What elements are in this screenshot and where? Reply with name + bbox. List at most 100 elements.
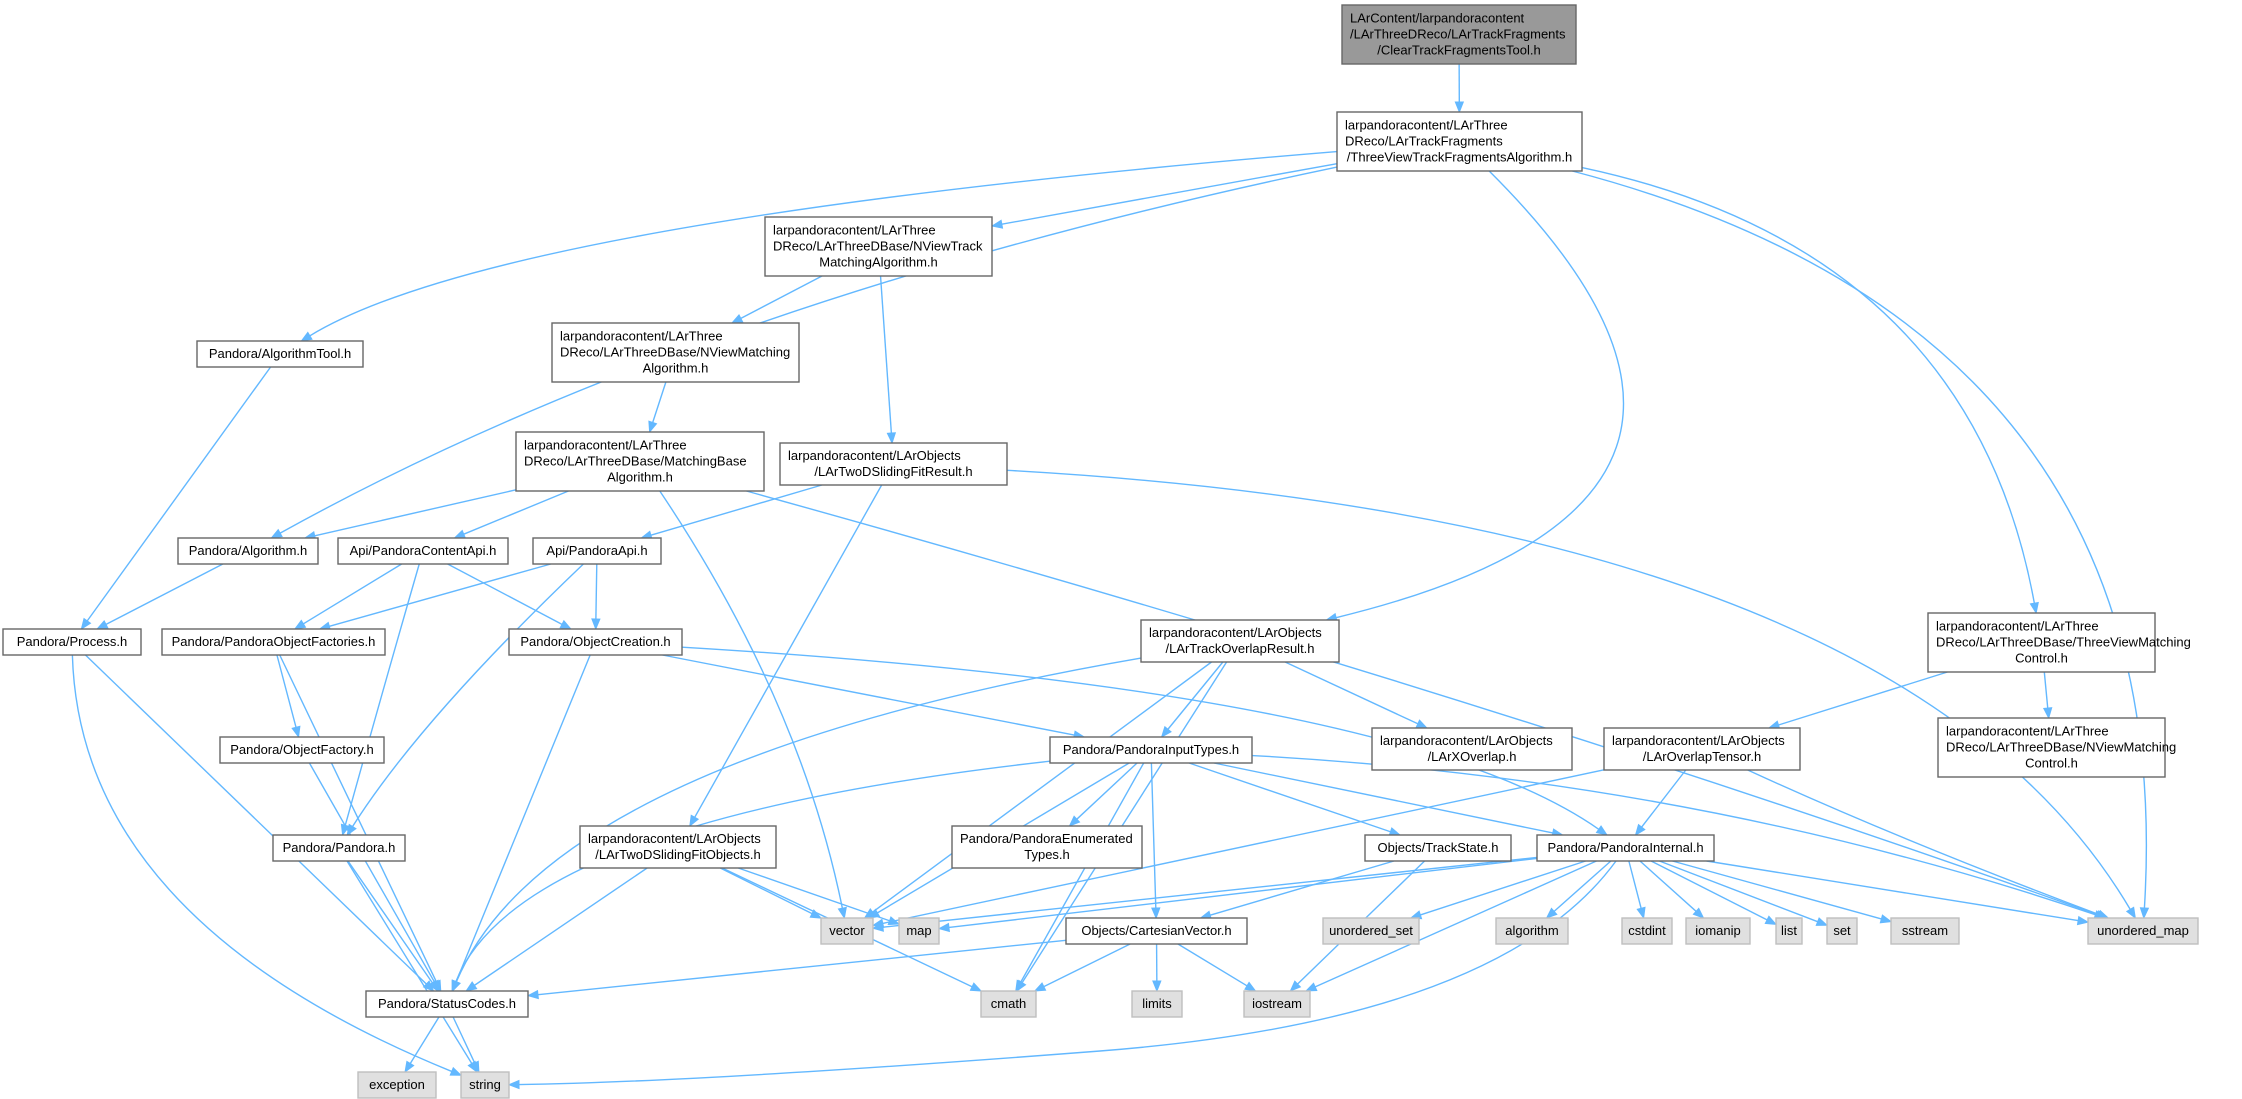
edge-n6-n9	[640, 484, 823, 540]
node-pandora-algorithmtool-h[interactable]: Pandora/AlgorithmTool.h	[196, 340, 364, 368]
node-api-pandoracontentapi-h[interactable]: Api/PandoraContentApi.h	[337, 537, 509, 565]
edge-line	[1213, 762, 1553, 834]
edge-line	[447, 563, 563, 625]
edge-n27-n38	[1152, 943, 1162, 993]
node-pandora-pandora-h[interactable]: Pandora/Pandora.h	[272, 834, 406, 862]
node-box	[1322, 917, 1420, 945]
node-larpandoracontent-larobjects-larxoverlap-h[interactable]: larpandoracontent/LArObjects/LArXOverlap…	[1371, 727, 1573, 771]
node-larcontent-larpandoracontent-larthreedreco-lartrackfragments-cleartrackfragmentstool-h[interactable]: LArContent/larpandoracontent/LArThreeDRe…	[1341, 4, 1577, 65]
edge-line	[1553, 860, 1612, 912]
edge-n9-n12	[591, 563, 601, 631]
node-label-line: vector	[829, 923, 865, 938]
node-label-line: /ThreeViewTrackFragmentsAlgorithm.h	[1347, 150, 1572, 165]
edge-arrowhead	[887, 916, 901, 926]
node-label-line: Pandora/StatusCodes.h	[378, 996, 516, 1011]
edge-arrowhead	[300, 331, 313, 342]
node-larpandoracontent-larthreedreco-larthreedbase-nviewmatchingalgorithm-h[interactable]: larpandoracontent/LArThreeDReco/LArThree…	[551, 322, 800, 383]
edge-line	[1209, 860, 1395, 916]
node-label-line: Pandora/Pandora.h	[283, 840, 396, 855]
node-pandora-process-h[interactable]: Pandora/Process.h	[2, 628, 142, 656]
node-label-line: Types.h	[1024, 847, 1070, 862]
node-box	[820, 917, 874, 945]
node-larpandoracontent-larobjects-laroverlaptensor-h[interactable]: larpandoracontent/LArObjects/LArOverlapT…	[1603, 727, 1801, 771]
node-label-line: Pandora/PandoraEnumerated	[960, 831, 1133, 846]
edge-n24-n29	[1545, 860, 1612, 919]
node-box	[272, 834, 406, 862]
edge-line	[882, 769, 1605, 925]
edge-arrowhead	[1764, 915, 1778, 926]
edge-arrowhead	[937, 922, 950, 933]
node-pandora-pandorainputtypes-h[interactable]: Pandora/PandoraInputTypes.h	[1049, 736, 1253, 764]
node-api-pandoraapi-h[interactable]: Api/PandoraApi.h	[532, 537, 662, 565]
node-larpandoracontent-larobjects-lartrackoverlapresult-h[interactable]: larpandoracontent/LArObjects/LArTrackOve…	[1140, 619, 1340, 663]
edge-line	[84, 654, 427, 985]
edge-arrowhead	[2029, 601, 2039, 615]
edge-arrowhead	[451, 979, 461, 993]
edge-n1-n14	[1581, 166, 2039, 615]
node-larpandoracontent-larthreedreco-larthreedbase-nviewmatchingcontrol-h[interactable]: larpandoracontent/LArThreeDReco/LArThree…	[1937, 717, 2176, 778]
edge-line	[1747, 769, 2100, 916]
edge-n16-n27	[1150, 762, 1161, 920]
node-box	[337, 537, 509, 565]
node-larpandoracontent-larthreedreco-larthreedbase-matchingbasealgorithm-h[interactable]: larpandoracontent/LArThreeDReco/LArThree…	[515, 431, 765, 492]
edge-line	[463, 490, 569, 535]
edge-n20-n36	[347, 860, 439, 993]
edge-line	[1581, 166, 2036, 604]
edge-n24-n34	[1672, 860, 1893, 924]
node-box	[1341, 4, 1577, 65]
edge-arrowhead	[1304, 982, 1318, 992]
edge-line	[1335, 170, 1625, 619]
edge-n11-n36	[279, 654, 442, 993]
edge-n24-n26	[937, 857, 1538, 933]
node-pandora-pandoraobjectfactories-h[interactable]: Pandora/PandoraObjectFactories.h	[161, 628, 386, 656]
edge-n21-n25	[719, 867, 823, 919]
edge-n6-n21	[689, 484, 883, 828]
node-pandora-statuscodes-h[interactable]: Pandora/StatusCodes.h	[365, 990, 529, 1018]
node-box	[196, 340, 364, 368]
node-pandora-objectfactory-h[interactable]: Pandora/ObjectFactory.h	[219, 736, 385, 764]
node-label-line: map	[906, 923, 931, 938]
node-label-line: larpandoracontent/LArObjects	[1149, 625, 1322, 640]
node-label-line: /LArTwoDSlidingFitResult.h	[814, 464, 972, 479]
node-label-line: Api/PandoraContentApi.h	[350, 543, 497, 558]
node-label-line: DReco/LArThreeDBase/NViewMatching	[1946, 740, 2176, 755]
node-exception: exception	[357, 1071, 437, 1099]
edge-n5-n7	[303, 489, 517, 541]
edge-n0-n1	[1454, 63, 1465, 114]
node-larpandoracontent-larobjects-lartwodslidingfitobjects-h[interactable]: larpandoracontent/LArObjects/LArTwoDSlid…	[579, 825, 777, 869]
edge-arrowhead	[1244, 981, 1257, 992]
edge-line	[518, 860, 1617, 1086]
node-larpandoracontent-larobjects-lartwodslidingfitresult-h[interactable]: larpandoracontent/LArObjects/LArTwoDSlid…	[779, 442, 1008, 486]
node-label-line: limits	[1142, 996, 1172, 1011]
edge-line	[719, 867, 813, 915]
edge-arrowhead	[2139, 907, 2150, 920]
edge-n24-n41	[507, 860, 1617, 1090]
edge-n18-n24	[1634, 769, 1687, 837]
edge-line	[314, 489, 517, 537]
node-label-line: larpandoracontent/LArThree	[1936, 619, 2099, 634]
node-label-line: larpandoracontent/LArThree	[1345, 118, 1508, 133]
node-label-line: Pandora/Process.h	[17, 634, 128, 649]
edge-line	[746, 490, 2098, 916]
node-objects-cartesianvector-h[interactable]: Objects/CartesianVector.h	[1065, 917, 1248, 945]
node-pandora-pandorainternal-h[interactable]: Pandora/PandoraInternal.h	[1536, 834, 1715, 862]
node-larpandoracontent-larthreedreco-lartrackfragments-threeviewtrackfragmentsalgorithm-h[interactable]: larpandoracontent/LArThreeDReco/LArTrack…	[1336, 111, 1583, 172]
edge-n6-n35	[1006, 469, 2136, 920]
edge-line	[662, 654, 1075, 736]
edge-line	[308, 762, 436, 983]
node-pandora-objectcreation-h[interactable]: Pandora/ObjectCreation.h	[508, 628, 683, 656]
node-larpandoracontent-larthreedreco-larthreedbase-threeviewmatchingcontrol-h[interactable]: larpandoracontent/LArThreeDReco/LArThree…	[1927, 612, 2191, 673]
node-larpandoracontent-larthreedreco-larthreedbase-nviewtrackmatchingalgorithm-h[interactable]: larpandoracontent/LArThreeDReco/LArThree…	[764, 216, 993, 277]
node-algorithm: algorithm	[1495, 917, 1569, 945]
edge-line	[1641, 769, 1687, 828]
edge-arrowhead	[465, 981, 478, 992]
edge-arrowhead	[291, 725, 301, 739]
edge-n2-n4	[730, 275, 823, 324]
node-objects-trackstate-h[interactable]: Objects/TrackState.h	[1364, 834, 1512, 862]
edge-line	[351, 563, 584, 827]
edge-line	[344, 563, 420, 826]
edge-line	[409, 1016, 440, 1064]
edge-line	[276, 654, 297, 728]
node-pandora-algorithm-h[interactable]: Pandora/Algorithm.h	[177, 537, 319, 565]
